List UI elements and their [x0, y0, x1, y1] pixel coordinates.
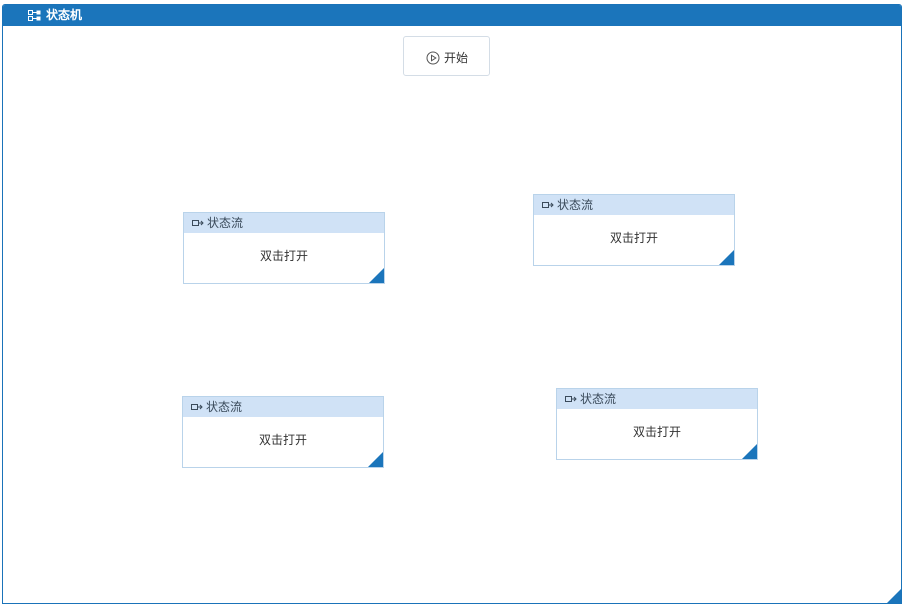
state-flow-node[interactable]: 状态流 双击打开 [556, 388, 758, 460]
state-flow-title: 状态流 [207, 216, 244, 230]
start-node-label: 开始 [444, 51, 469, 65]
window-title: 状态机 [46, 8, 83, 22]
window-resize-grip[interactable] [887, 589, 901, 603]
diagram-canvas[interactable]: 开始 状态流 双击打开 状态流 双击打开 [3, 26, 901, 603]
state-flow-body: 双击打开 [258, 433, 307, 447]
state-flow-header: 状态流 [183, 397, 383, 417]
state-flow-header: 状态流 [534, 195, 734, 215]
state-flow-node[interactable]: 状态流 双击打开 [533, 194, 735, 266]
state-machine-icon [28, 10, 41, 21]
window-titlebar: 状态机 [3, 5, 901, 26]
state-machine-window: 状态机 开始 状态流 双击打开 [2, 4, 902, 604]
state-flow-node[interactable]: 状态流 双击打开 [183, 212, 385, 284]
node-corner-handle[interactable] [719, 250, 734, 265]
flow-icon [542, 202, 554, 208]
node-corner-handle[interactable] [742, 444, 757, 459]
play-circle-icon [426, 51, 440, 65]
node-corner-handle[interactable] [368, 452, 383, 467]
node-corner-handle[interactable] [369, 268, 384, 283]
state-flow-title: 状态流 [557, 198, 594, 212]
state-flow-node[interactable]: 状态流 双击打开 [182, 396, 384, 468]
state-flow-title: 状态流 [580, 392, 617, 406]
state-flow-body: 双击打开 [609, 231, 658, 245]
flow-icon [191, 404, 203, 410]
state-flow-body: 双击打开 [259, 249, 308, 263]
state-flow-body: 双击打开 [632, 425, 681, 439]
state-flow-header: 状态流 [557, 389, 757, 409]
flow-icon [192, 220, 204, 226]
state-flow-title: 状态流 [206, 400, 243, 414]
state-flow-header: 状态流 [184, 213, 384, 233]
start-node[interactable]: 开始 [403, 36, 490, 76]
flow-icon [565, 396, 577, 402]
